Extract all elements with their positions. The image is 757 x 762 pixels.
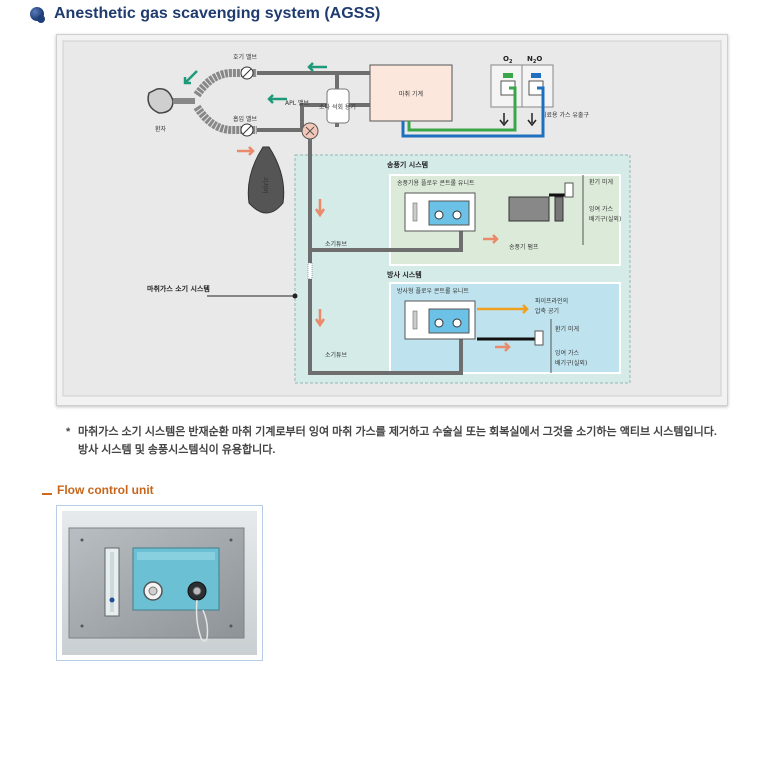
agss-diagram-svg: 마취 기계 O2 N2O 의료용 가스 유출구 호기 밸브 흡입 밸브 [62, 40, 722, 397]
hose-down-arrow-1 [314, 199, 326, 218]
ejector-scavenging-hose [308, 139, 463, 375]
pipeline-air-label-2: 압축 공기 [535, 307, 559, 315]
apl-valve-mark [305, 126, 315, 136]
n2o-supply-line [401, 86, 545, 138]
medical-gas-outlet-label: 의료용 가스 유출구 [541, 111, 589, 119]
description-note: * 마취가스 소기 시스템은 반재순환 마취 기계로부터 잉여 마취 가스를 제… [66, 423, 726, 459]
hose-label-1: 소기튜브 [325, 240, 348, 248]
blower-knob-1 [434, 210, 444, 220]
sub-heading: Flow control unit [42, 483, 154, 497]
note-text: 마취가스 소기 시스템은 반재순환 마취 기계로부터 잉여 마취 가스를 제거하… [78, 426, 717, 456]
exhale-flow-arrow [307, 62, 327, 72]
hose-down-arrow-2 [314, 309, 326, 328]
ejector-flow-arrow [495, 342, 511, 352]
inhale-valve-needle [242, 125, 252, 135]
section-title: Anesthetic gas scavenging system (AGSS) [54, 5, 381, 22]
ejector-flowmeter [412, 310, 418, 330]
o2-label-sub: 2 [509, 59, 513, 65]
inhale-tube [193, 104, 257, 134]
n2o-label-main: N [527, 55, 533, 63]
control-knob-center [148, 586, 158, 596]
ejector-flow-unit-label: 방사형 플로우 콘트롤 유니트 [397, 287, 469, 295]
ejector-knob-1 [434, 318, 444, 328]
patient-label: 환자 [155, 125, 167, 133]
o2-supply-line [407, 86, 517, 132]
sub-heading-title: Flow control unit [57, 483, 154, 497]
scavenging-leader-dot [292, 293, 298, 299]
flowmeter-scale [110, 552, 114, 612]
bag-flow-arrow [237, 146, 255, 156]
blower-excess-gas-label: 잉여 가스 [589, 205, 613, 213]
blower-flowmeter [412, 202, 418, 222]
blower-pump [508, 196, 550, 222]
n2o-label-sub: 2 [533, 59, 537, 65]
anesthesia-machine [369, 64, 453, 122]
pipeline-air-label-1: 파이프라인의 [535, 297, 568, 305]
inhale-flow-arrow [267, 94, 287, 104]
ejector-excess-gas-outlet-label: 배기구(실외) [555, 359, 587, 367]
blower-knob-2 [452, 210, 462, 220]
reservoir-bag [247, 146, 285, 214]
screw-icon [80, 538, 84, 542]
screw-icon [229, 538, 233, 542]
blower-pump-arrow [483, 234, 499, 244]
hose-label-2: 소기튜브 [325, 351, 348, 359]
n2o-label: N2O [527, 55, 542, 65]
patient-mask [147, 88, 174, 114]
anesthesia-machine-label: 마취 기계 [399, 90, 423, 98]
note-asterisk: * [66, 426, 71, 438]
flowmeter-float [109, 597, 115, 603]
ejector-exhaust-label: 환기 미게 [555, 325, 579, 333]
n2o-label-tail: O [536, 55, 542, 63]
ejector-knob-2 [452, 318, 462, 328]
blower-scavenging-hose [310, 225, 463, 252]
apl-valve-label: APL 밸브 [285, 99, 309, 107]
blower-exhaust-label: 환기 미게 [589, 178, 613, 186]
patient-exhale-arrow [183, 70, 198, 85]
reservoir-bag-label: 리저버 [261, 177, 269, 194]
control-panel-header [137, 552, 215, 560]
agss-diagram: 마취 기계 O2 N2O 의료용 가스 유출구 호기 밸브 흡입 밸브 [56, 34, 728, 406]
flow-control-unit-photo [56, 505, 263, 661]
ejector-excess-gas-label: 잉여 가스 [555, 349, 579, 357]
blower-excess-gas-outlet-label: 배기구(실외) [589, 215, 621, 223]
scavenging-system-label: 마취가스 소기 시스템 [147, 284, 210, 293]
o2-down-arrow [499, 113, 509, 127]
blower-pump-label: 송풍기 펌프 [509, 243, 539, 251]
blower-exhaust-port [564, 182, 574, 198]
o2-label-main: O [503, 55, 509, 63]
ejector-exhaust-port [534, 330, 544, 346]
exhale-valve-label: 호기 밸브 [233, 53, 257, 61]
screw-icon [229, 624, 233, 628]
pipeline-air-arrow [477, 304, 529, 314]
blower-flow-unit-label: 송풍기용 플로우 콘트롤 유니트 [397, 179, 475, 187]
flow-control-unit-illustration [62, 511, 257, 655]
inhale-valve-label: 흡입 밸브 [233, 115, 257, 123]
blower-pump-motor [554, 196, 564, 222]
n2o-down-arrow [527, 113, 537, 127]
n2o-indicator [531, 73, 541, 78]
section-heading: Anesthetic gas scavenging system (AGSS) [30, 2, 380, 26]
cable-chain [195, 599, 209, 642]
co2-absorber-label: 소다 석회 용기 [319, 103, 356, 111]
hose-connector [307, 262, 313, 280]
exhale-valve-needle [242, 68, 252, 78]
o2-indicator [503, 73, 513, 78]
screw-icon [80, 624, 84, 628]
co2-absorber [326, 88, 350, 124]
sub-heading-dash [42, 493, 52, 495]
exhale-tube [193, 69, 257, 98]
bullet-icon [30, 7, 45, 23]
ejector-system-title: 방사 시스템 [387, 270, 422, 279]
hose-connector-center [192, 586, 202, 596]
blower-system-title: 송풍기 시스템 [387, 160, 428, 169]
o2-label: O2 [503, 55, 513, 65]
